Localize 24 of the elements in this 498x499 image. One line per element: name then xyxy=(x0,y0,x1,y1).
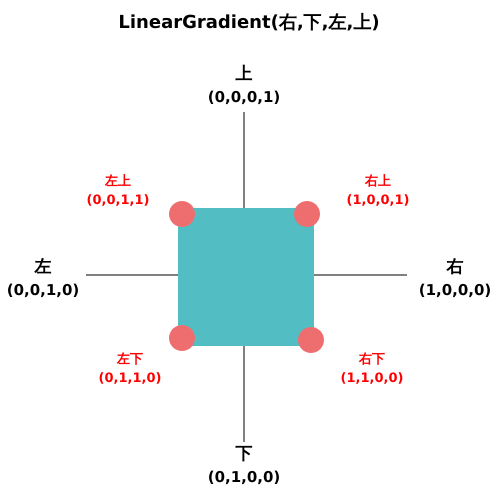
corner-dot xyxy=(298,327,324,353)
vector-label: (1,1,0,0) xyxy=(340,371,404,386)
direction-label: 右 xyxy=(445,256,464,279)
direction-label: 下 xyxy=(234,443,254,466)
vector-label: (1,0,0,0) xyxy=(418,280,492,301)
corner-label: 右下 xyxy=(358,351,386,368)
vector-label: (1,0,0,1) xyxy=(346,193,410,208)
corner-label: 右上 xyxy=(364,173,392,190)
vector-label: (0,0,1,1) xyxy=(86,193,150,208)
corner-label: 左上 xyxy=(104,173,132,190)
axis-line xyxy=(314,274,408,276)
vector-label: (0,0,1,0) xyxy=(6,280,80,301)
corner-dot xyxy=(169,201,195,227)
corner-dot xyxy=(169,325,195,351)
direction-label: 上 xyxy=(234,63,254,86)
corner-label: 左下 xyxy=(116,351,144,368)
axis-line xyxy=(86,274,178,276)
title: LinearGradient(右,下,左,上) xyxy=(117,11,381,34)
gradient-square xyxy=(178,208,314,346)
vector-label: (0,0,0,1) xyxy=(206,87,282,108)
vector-label: (0,1,1,0) xyxy=(98,371,162,386)
vector-label: (0,1,0,0) xyxy=(206,467,282,488)
corner-dot xyxy=(294,201,320,227)
direction-label: 左 xyxy=(33,256,52,279)
